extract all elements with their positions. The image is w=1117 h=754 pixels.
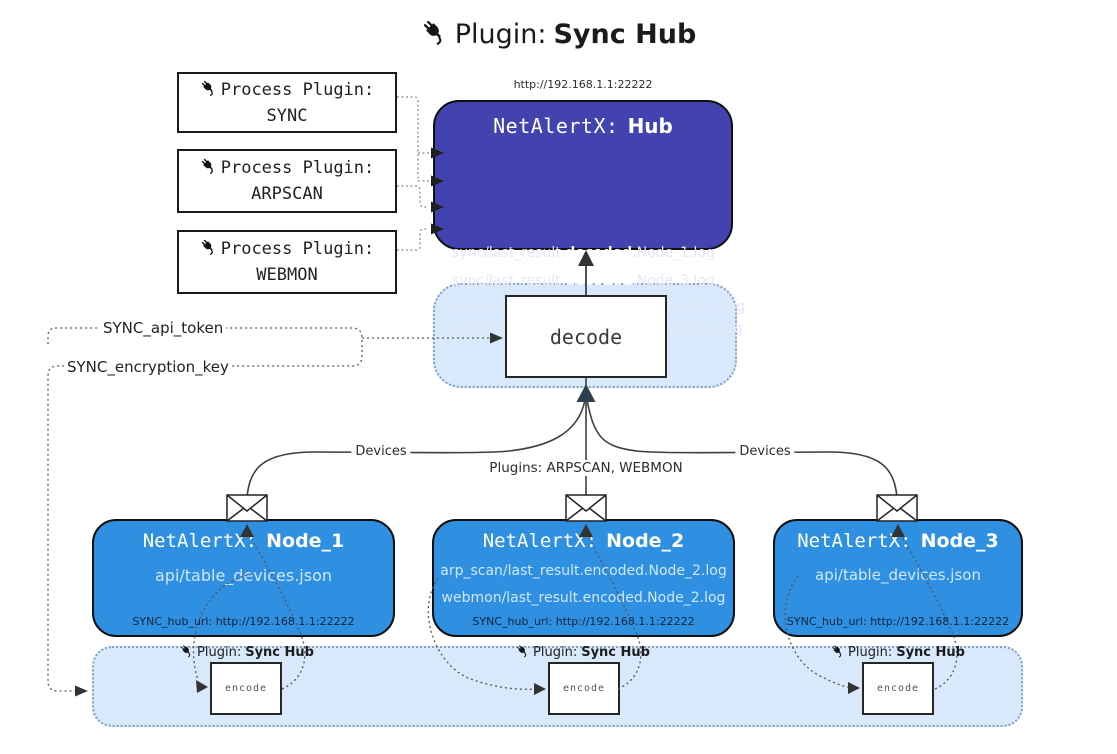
node-title: NetAlertX:Node_3 bbox=[797, 530, 999, 552]
process-plugin-name: SYNC bbox=[266, 105, 308, 126]
encode-section-label: Plugin:Sync Hub bbox=[831, 644, 965, 660]
config-encryption-key-label: SYNC_encryption_key bbox=[64, 358, 232, 376]
node-1-box: NetAlertX:Node_1 api/table_devices.json … bbox=[92, 519, 395, 637]
edge-label-devices-left: Devices bbox=[351, 444, 411, 459]
hub-box: NetAlertX:Hub sync/last_result.decoded.N… bbox=[433, 100, 745, 337]
hub-log-line: sync/last_result.decoded.Node_3.log bbox=[452, 273, 715, 289]
encode-section-label: Plugin:Sync Hub bbox=[180, 644, 314, 660]
encode-box: encode bbox=[862, 662, 934, 715]
node-title: NetAlertX:Node_1 bbox=[142, 530, 345, 552]
encode-section-label: Plugin:Sync Hub bbox=[516, 644, 650, 660]
process-plugin-label: Process Plugin: bbox=[200, 155, 374, 181]
node-file: webmon/last_result.encoded.Node_2.log bbox=[441, 590, 726, 606]
process-plugin-box-sync: Process Plugin: SYNC bbox=[177, 72, 397, 133]
node-hub-url: SYNC_hub_url: http://192.168.1.1:22222 bbox=[786, 615, 1010, 628]
process-plugin-name: WEBMON bbox=[256, 265, 318, 285]
page-title: Plugin:Sync Hub bbox=[0, 18, 1117, 50]
node-title: NetAlertX:Node_2 bbox=[482, 530, 685, 552]
envelope-icon bbox=[226, 494, 918, 522]
decode-box: decode bbox=[505, 295, 667, 378]
edge-label-devices-right: Devices bbox=[735, 444, 795, 459]
page-title-name: Sync Hub bbox=[553, 19, 697, 50]
page-title-prefix: Plugin: bbox=[454, 19, 547, 50]
process-plugin-label: Process Plugin: bbox=[200, 236, 374, 262]
plug-icon bbox=[516, 644, 531, 659]
node-hub-url: SYNC_hub_url: http://192.168.1.1:22222 bbox=[132, 615, 355, 628]
process-plugin-label: Process Plugin: bbox=[200, 77, 374, 103]
plug-icon bbox=[421, 18, 451, 48]
process-plugin-box-webmon: Process Plugin: WEBMON bbox=[177, 230, 397, 294]
config-api-token-label: SYNC_api_token bbox=[100, 319, 227, 337]
node-file: arp_scan/last_result.encoded.Node_2.log bbox=[440, 563, 727, 579]
hub-url-label: http://192.168.1.1:22222 bbox=[513, 78, 653, 91]
encode-box: encode bbox=[548, 662, 620, 715]
edge-label-plugins: Plugins: ARPSCAN, WEBMON bbox=[485, 460, 687, 476]
process-plugin-name: ARPSCAN bbox=[251, 184, 323, 204]
hub-log-line: sync/last_result.decoded.Node_1.log bbox=[452, 245, 715, 261]
node-file: api/table_devices.json bbox=[815, 566, 981, 584]
plug-icon bbox=[831, 644, 846, 659]
node-hub-url: SYNC_hub_url: http://192.168.1.1:22222 bbox=[472, 615, 695, 628]
plug-icon bbox=[200, 79, 219, 98]
process-plugin-box-arpscan: Process Plugin: ARPSCAN bbox=[177, 149, 397, 213]
node-3-box: NetAlertX:Node_3 api/table_devices.json … bbox=[773, 519, 1023, 637]
node-file: api/table_devices.json bbox=[154, 566, 332, 585]
hub-title: NetAlertX:Hub bbox=[493, 114, 673, 138]
plug-icon bbox=[200, 157, 219, 176]
plug-icon bbox=[180, 644, 195, 659]
plug-icon bbox=[200, 238, 219, 257]
node-2-box: NetAlertX:Node_2 arp_scan/last_result.en… bbox=[432, 519, 735, 637]
encode-box: encode bbox=[210, 662, 282, 715]
